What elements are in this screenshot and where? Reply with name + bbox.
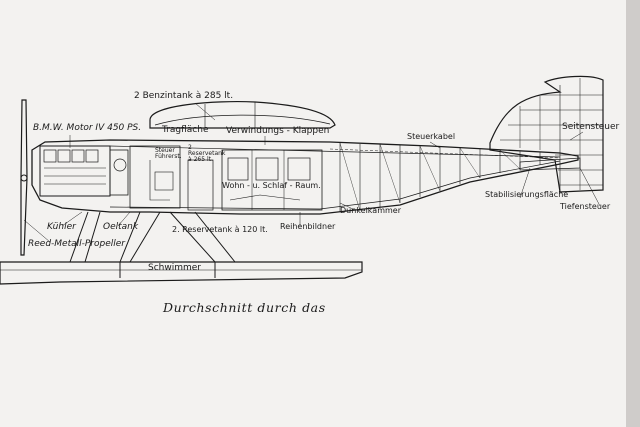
label-cabin: Wohn - u. Schlaf - Raum. — [222, 181, 321, 190]
label-radiator: Kühler — [47, 222, 76, 232]
cockpit-drawing — [129, 145, 214, 211]
label-stabilizer: Stabilisierungsfläche — [485, 190, 569, 199]
fuselage-drawing — [31, 139, 579, 215]
aircraft-cross-section — [0, 75, 604, 285]
float-drawing — [0, 261, 363, 285]
leader-lines — [23, 102, 601, 243]
label-oil-tank: Oeltank — [103, 222, 139, 232]
label-rudder: Seitensteuer — [562, 122, 620, 132]
cabin-drawing — [221, 149, 323, 211]
label-series-camera: Reihenbildner — [280, 222, 336, 231]
label-reserve-tank-bottom: 2. Reservetank à 120 lt. — [172, 225, 268, 234]
label-float: Schwimmer — [148, 263, 201, 273]
label-control-cable: Steuerkabel — [407, 132, 456, 141]
label-engine: B.M.W. Motor IV 450 PS. — [33, 123, 142, 133]
label-wing: Tragfläche — [162, 125, 209, 135]
label-darkroom: Dunkelkammer — [340, 206, 401, 215]
propeller-drawing — [20, 99, 28, 256]
engine-drawing — [39, 145, 129, 197]
label-reserve-tank-top: 2 Reservetank à 265 lt. — [188, 144, 226, 163]
label-warping-flaps: Verwindungs - Klappen — [226, 126, 330, 136]
label-elevator: Tiefensteuer — [560, 202, 611, 211]
label-pilot: Steuer Führerst. — [155, 147, 182, 160]
label-propeller: Reed-Metall-Propeller — [28, 239, 126, 249]
figure-caption: Durchschnitt durch das — [163, 300, 326, 315]
tail-drawing — [489, 75, 604, 193]
paper-edge — [626, 0, 640, 427]
label-fuel-tank: 2 Benzintank à 285 lt. — [134, 91, 234, 101]
float-struts-drawing — [69, 211, 236, 278]
wing-drawing — [149, 101, 336, 129]
